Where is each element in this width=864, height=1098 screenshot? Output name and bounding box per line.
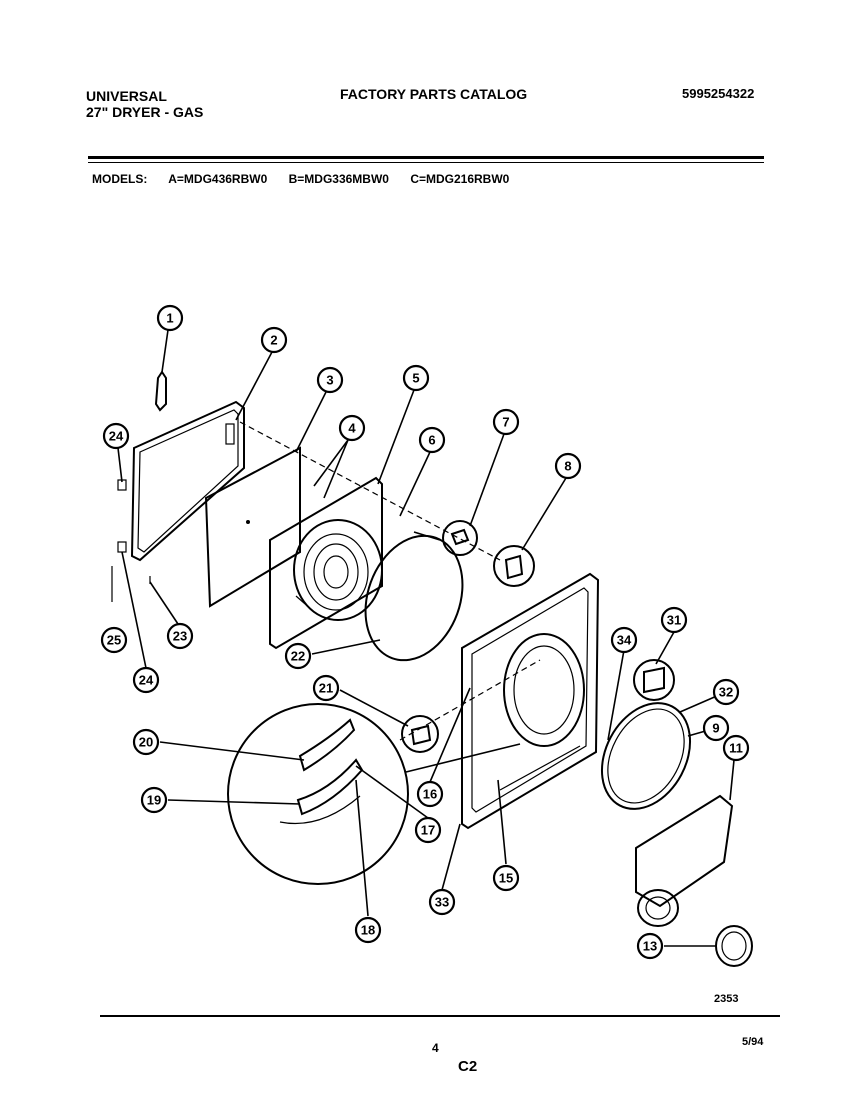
svg-text:24: 24 xyxy=(139,673,154,688)
catalog-title: FACTORY PARTS CATALOG xyxy=(340,86,528,102)
svg-text:21: 21 xyxy=(319,681,333,696)
svg-text:3: 3 xyxy=(326,373,333,388)
part-door-strike xyxy=(493,545,535,587)
callout-21: 21 xyxy=(312,674,340,702)
page-number: 4 xyxy=(432,1041,439,1055)
models-label: MODELS: xyxy=(92,172,148,186)
svg-text:6: 6 xyxy=(428,433,435,448)
callout-34: 34 xyxy=(610,626,638,654)
assembly-lines xyxy=(239,421,541,741)
callout-24-bottom: 24 xyxy=(132,666,160,694)
svg-text:18: 18 xyxy=(361,923,375,938)
section-code: C2 xyxy=(458,1058,478,1075)
callout-2: 2 xyxy=(260,326,288,354)
callout-18: 18 xyxy=(354,916,382,944)
svg-text:31: 31 xyxy=(667,613,681,628)
svg-text:5: 5 xyxy=(412,371,419,386)
callout-16: 16 xyxy=(416,780,444,808)
part-inner-door xyxy=(269,476,383,650)
brand-name: UNIVERSAL xyxy=(86,88,167,104)
svg-text:20: 20 xyxy=(139,735,153,750)
header-rule-thick xyxy=(88,156,764,159)
svg-text:17: 17 xyxy=(421,823,435,838)
callout-23: 23 xyxy=(166,622,194,650)
document-number: 5995254322 xyxy=(682,86,755,101)
svg-text:15: 15 xyxy=(499,871,513,886)
part-door-liner xyxy=(204,446,301,608)
part-exhaust-duct xyxy=(635,794,734,927)
part-front-panel xyxy=(461,572,600,830)
callout-25: 25 xyxy=(100,626,128,654)
callout-11: 11 xyxy=(722,734,750,762)
callout-22: 22 xyxy=(284,642,312,670)
callout-20: 20 xyxy=(132,728,160,756)
callout-19: 19 xyxy=(140,786,168,814)
svg-text:25: 25 xyxy=(107,633,121,648)
svg-text:8: 8 xyxy=(564,459,571,474)
model-c: C=MDG216RBW0 xyxy=(410,172,510,186)
svg-text:11: 11 xyxy=(729,741,743,756)
svg-text:33: 33 xyxy=(435,895,449,910)
svg-text:7: 7 xyxy=(502,415,509,430)
svg-text:19: 19 xyxy=(147,793,161,808)
callout-13: 13 xyxy=(636,932,664,960)
model-a: A=MDG436RBW0 xyxy=(168,172,268,186)
callout-31: 31 xyxy=(660,606,688,634)
callout-5: 5 xyxy=(402,364,430,392)
callout-7: 7 xyxy=(492,408,520,436)
callout-9: 9 xyxy=(702,714,730,742)
svg-text:34: 34 xyxy=(617,633,632,648)
leader-lines xyxy=(117,329,735,947)
svg-text:1: 1 xyxy=(166,311,173,326)
product-description: 27" DRYER - GAS xyxy=(86,104,204,120)
svg-text:16: 16 xyxy=(423,787,437,802)
svg-text:22: 22 xyxy=(291,649,305,664)
part-door-gasket xyxy=(364,534,464,662)
svg-text:9: 9 xyxy=(712,721,719,736)
date-code: 5/94 xyxy=(742,1036,764,1048)
drawing-number: 2353 xyxy=(714,993,739,1005)
svg-text:2: 2 xyxy=(270,333,277,348)
callout-4: 4 xyxy=(338,414,366,442)
callout-1: 1 xyxy=(156,304,184,332)
models-line: MODELS: A=MDG436RBW0 B=MDG336MBW0 C=MDG2… xyxy=(92,172,527,186)
callout-3: 3 xyxy=(316,366,344,394)
callout-32: 32 xyxy=(712,678,740,706)
svg-text:24: 24 xyxy=(109,429,124,444)
svg-text:32: 32 xyxy=(719,685,733,700)
callout-6: 6 xyxy=(418,426,446,454)
part-door-catch xyxy=(442,520,478,556)
svg-text:4: 4 xyxy=(348,421,356,436)
brand-block: UNIVERSAL 27" DRYER - GAS xyxy=(86,88,203,120)
callout-8: 8 xyxy=(554,452,582,480)
callout-33: 33 xyxy=(428,888,456,916)
footer-rule xyxy=(100,1015,780,1017)
callout-24-top: 24 xyxy=(102,422,130,450)
part-lint-housing xyxy=(633,659,675,701)
svg-text:23: 23 xyxy=(173,629,187,644)
callout-17: 17 xyxy=(414,816,442,844)
part-outer-door-panel xyxy=(130,400,245,562)
svg-text:13: 13 xyxy=(643,939,657,954)
callout-15: 15 xyxy=(492,864,520,892)
header-rule-thin xyxy=(88,162,764,163)
part-front-seal xyxy=(600,702,692,810)
model-b: B=MDG336MBW0 xyxy=(288,172,389,186)
